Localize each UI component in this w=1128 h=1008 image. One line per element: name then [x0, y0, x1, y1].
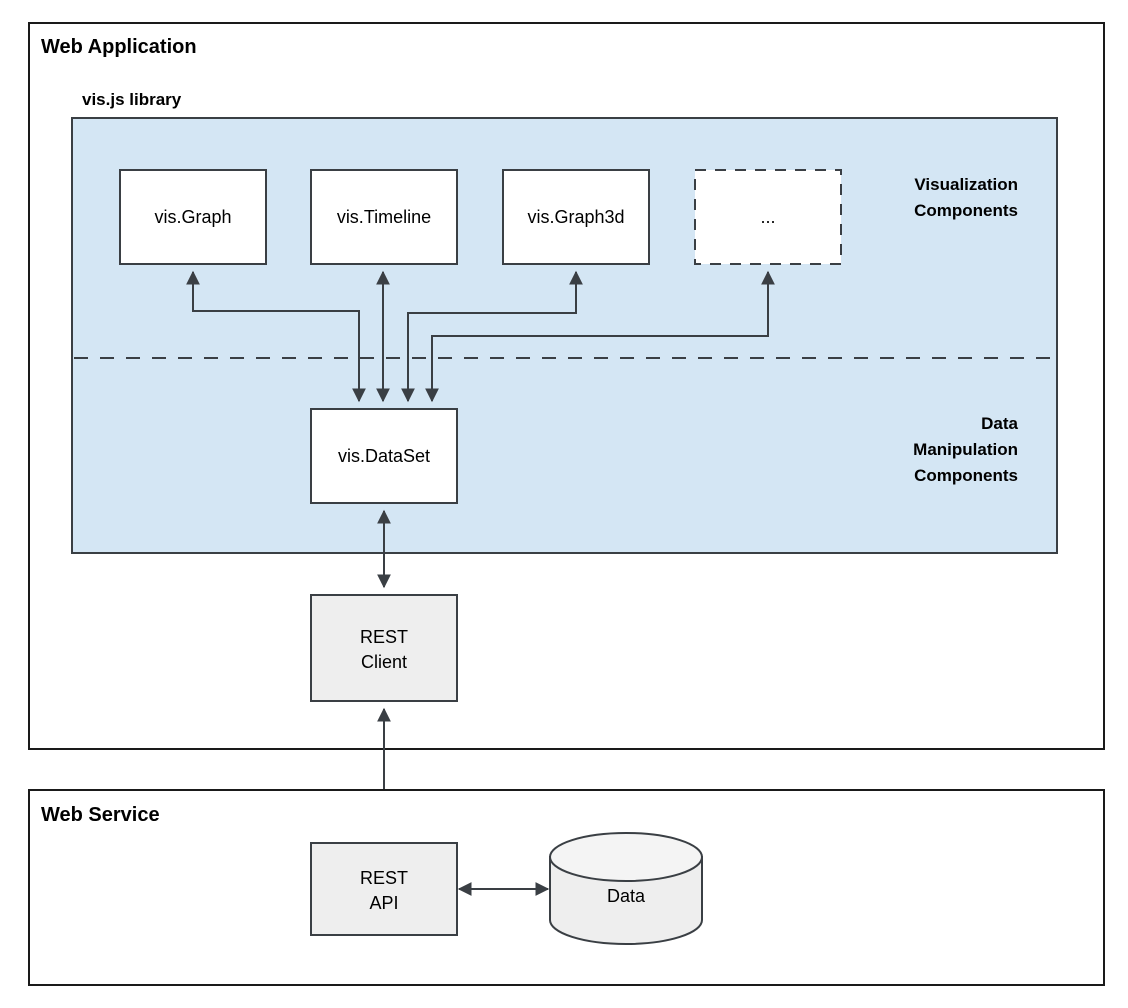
connector-other-dataset — [425, 270, 775, 403]
component-rest-api[interactable]: REST API — [310, 842, 458, 936]
component-rest-api-label-line2: API — [369, 893, 398, 913]
component-rest-api-box[interactable] — [310, 842, 458, 936]
visualization-components-label-line1: Visualization — [914, 175, 1018, 194]
component-vis-graph[interactable]: vis.Graph — [119, 169, 267, 265]
component-rest-client[interactable]: REST Client — [310, 594, 458, 702]
web-application-title: Web Application — [41, 36, 197, 58]
component-vis-graph-box[interactable] — [119, 169, 267, 265]
component-vis-graph-label: vis.Graph — [154, 207, 231, 227]
component-vis-graph3d-box[interactable] — [502, 169, 650, 265]
data-manipulation-label-line2: Manipulation — [913, 440, 1018, 459]
component-vis-timeline-box[interactable] — [310, 169, 458, 265]
component-rest-client-label-line2: Client — [361, 652, 407, 672]
component-other-placeholder[interactable]: ... — [694, 169, 842, 265]
component-vis-dataset[interactable]: vis.DataSet — [310, 408, 458, 504]
component-other-placeholder-label: ... — [760, 207, 775, 227]
component-rest-client-box[interactable] — [310, 594, 458, 702]
component-rest-api-label-line1: REST — [360, 868, 408, 888]
component-vis-graph3d[interactable]: vis.Graph3d — [502, 169, 650, 265]
component-vis-graph3d-label: vis.Graph3d — [527, 207, 624, 227]
component-vis-dataset-label: vis.DataSet — [338, 446, 430, 466]
data-manipulation-label-line3: Components — [914, 466, 1018, 485]
component-rest-client-label-line1: REST — [360, 627, 408, 647]
database-cylinder-top — [549, 832, 703, 882]
component-database-label: Data — [607, 886, 646, 906]
component-database[interactable]: Data — [549, 832, 703, 945]
visualization-components-label-line2: Components — [914, 201, 1018, 220]
component-other-placeholder-box[interactable] — [694, 169, 842, 265]
data-manipulation-label-line1: Data — [981, 414, 1018, 433]
web-service-title: Web Service — [41, 804, 160, 826]
component-vis-dataset-box[interactable] — [310, 408, 458, 504]
component-vis-timeline-label: vis.Timeline — [337, 207, 431, 227]
component-vis-timeline[interactable]: vis.Timeline — [310, 169, 458, 265]
connector-graph-dataset — [186, 270, 366, 403]
visjs-library-title: vis.js library — [82, 90, 182, 109]
